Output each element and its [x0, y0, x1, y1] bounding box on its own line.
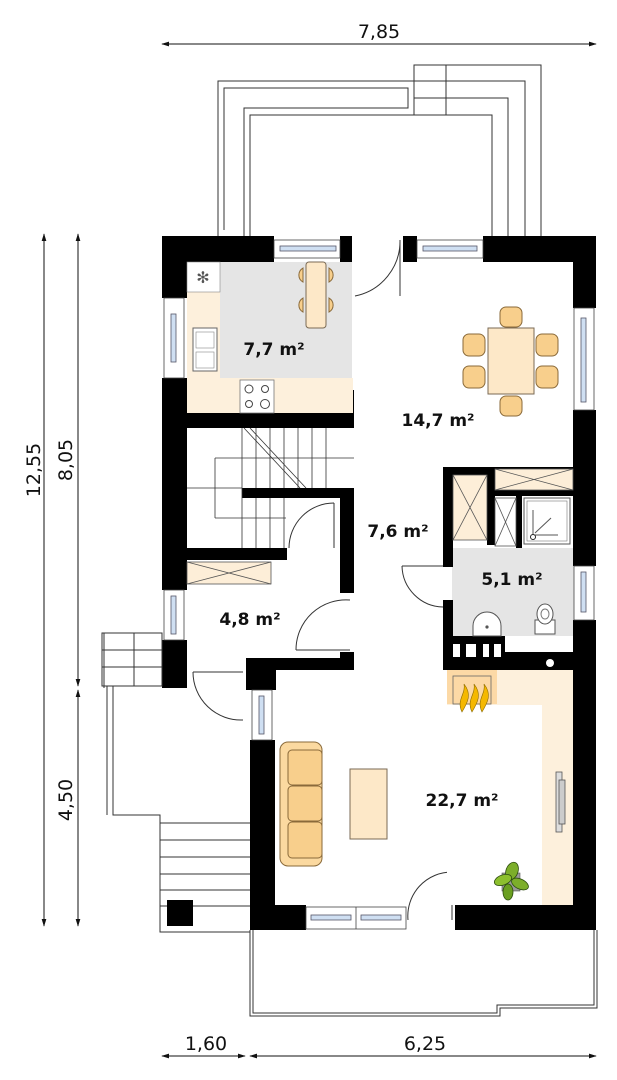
doors — [192, 239, 453, 921]
dimension-top: 7,85 — [161, 21, 597, 47]
dining-set — [462, 306, 559, 417]
room-label-vestibule: 4,8 m² — [219, 610, 280, 630]
dimension-bottom-left: 1,60 — [161, 1033, 246, 1059]
shelf-vestibule — [186, 561, 272, 585]
dimension-left-lower: 4,50 — [55, 689, 81, 927]
dimension-left-upper: 8,05 — [55, 233, 81, 687]
bathroom-floor — [452, 548, 574, 636]
dimension-left-total: 12,55 — [23, 233, 47, 927]
window-vestibule-left — [163, 589, 185, 641]
dimension-left-upper-label: 8,05 — [55, 439, 77, 481]
staircase — [187, 427, 354, 548]
door-vestibule — [295, 599, 351, 651]
hood — [186, 261, 221, 293]
room-label-dining: 14,7 m² — [401, 411, 474, 431]
dimension-bottom-left-label: 1,60 — [185, 1033, 227, 1055]
breakfast-bar — [298, 261, 334, 329]
storage-cabinets — [186, 468, 574, 585]
shower-icon — [523, 497, 571, 545]
room-label-hall: 7,6 m² — [367, 522, 428, 542]
door-bathroom — [401, 565, 444, 608]
sofa-icon — [279, 741, 323, 867]
window-living-left — [251, 689, 273, 741]
terrace-top — [217, 64, 542, 236]
window-bathroom-right — [573, 565, 595, 621]
tv-icon — [555, 771, 566, 833]
sink-icon — [192, 327, 218, 372]
windows — [163, 239, 595, 930]
door-stairs — [288, 502, 335, 549]
pillar — [167, 900, 193, 926]
dimension-bottom-right: 6,25 — [249, 1033, 597, 1059]
window-living-bottom — [305, 906, 407, 930]
fireplace-icon — [447, 670, 497, 713]
coffee-table — [349, 768, 388, 840]
stove-icon — [239, 379, 275, 414]
room-label-bathroom: 5,1 m² — [481, 570, 542, 590]
door-living-terrace — [407, 871, 453, 921]
wardrobe-hall — [452, 474, 488, 541]
terrace-bottom — [249, 930, 598, 1017]
window-dining-top — [416, 239, 484, 259]
dimension-left-total-label: 12,55 — [23, 443, 45, 497]
dimension-bottom-right-label: 6,25 — [404, 1033, 446, 1055]
dimension-left-lower-label: 4,50 — [55, 779, 77, 821]
dimension-top-label: 7,85 — [358, 21, 400, 43]
room-label-kitchen: 7,7 m² — [243, 340, 304, 360]
bathroom: 5,1 m² — [472, 497, 571, 637]
kitchen: ✻ 7,7 m² — [186, 261, 353, 414]
hood-icon: ✻ — [196, 268, 209, 287]
plant-icon — [493, 861, 529, 901]
toilet-icon — [534, 603, 556, 635]
entrance-porch — [101, 632, 250, 933]
door-entrance — [192, 671, 244, 721]
window-kitchen-left — [163, 297, 185, 379]
window-dining-right — [573, 307, 595, 411]
washbasin-icon — [472, 611, 502, 637]
room-label-living: 22,7 m² — [425, 791, 498, 811]
living-room: 22,7 m² — [279, 670, 573, 905]
door-terrace — [354, 239, 401, 297]
window-kitchen-top — [273, 239, 341, 259]
cabinet-top — [494, 468, 574, 491]
cabinet-bath — [494, 497, 517, 547]
